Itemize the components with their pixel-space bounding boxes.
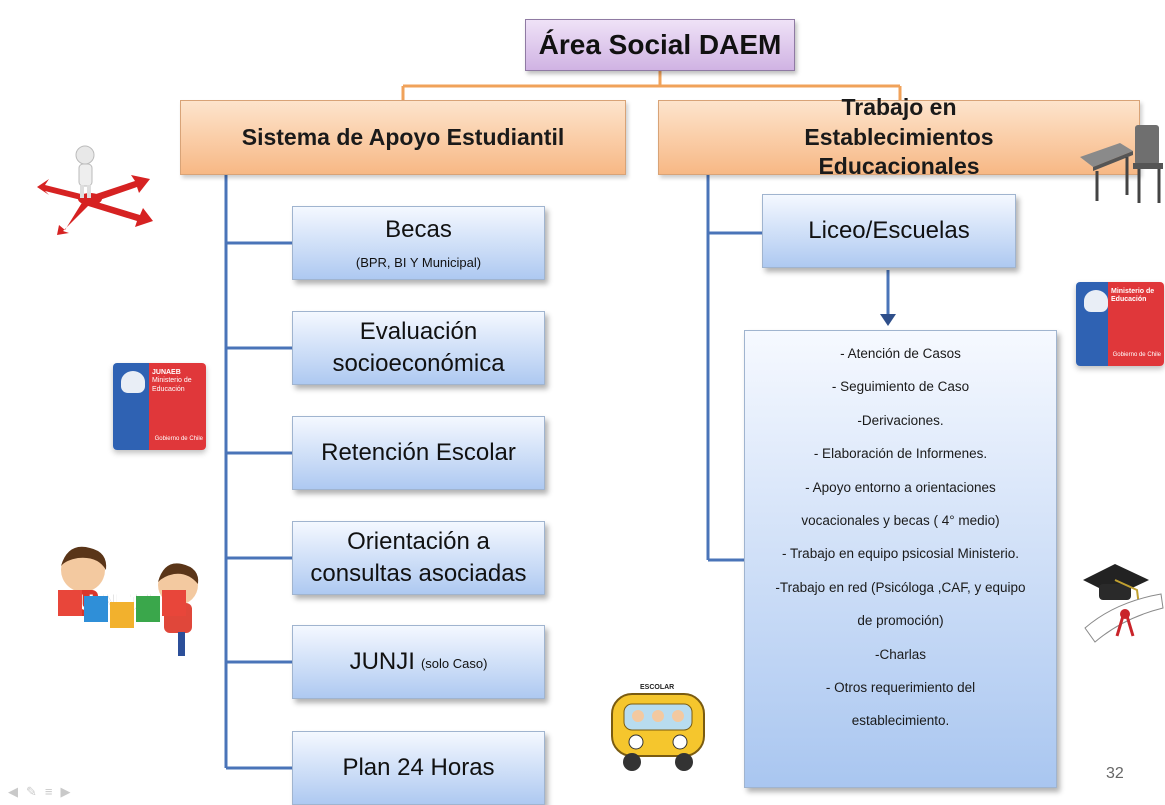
menu-icon[interactable]: ≡ xyxy=(44,784,61,799)
junaeb-logo-line: Ministerio de xyxy=(152,377,192,385)
node-liceo-label: Liceo/Escuelas xyxy=(808,216,970,244)
task-list: - Atención de Casos - Seguimiento de Cas… xyxy=(744,330,1057,788)
block xyxy=(58,590,82,616)
next-slide-icon[interactable]: ▶ xyxy=(60,784,79,799)
crossroads-arrows-icon xyxy=(37,145,153,235)
coat-of-arms-icon xyxy=(121,371,145,393)
junaeb-logo: JUNAEB Ministerio de Educación Gobierno … xyxy=(113,363,206,450)
block xyxy=(136,596,160,622)
block xyxy=(110,602,134,628)
item-retencion: Retención Escolar xyxy=(292,416,545,490)
item-becas-label: Becas xyxy=(385,216,452,244)
bus-sign-text: ESCOLAR xyxy=(640,684,675,691)
item-becas-sub: (BPR, BI Y Municipal) xyxy=(355,255,482,271)
list-item: -Trabajo en red (Psicóloga ,CAF, y equip… xyxy=(775,579,1026,595)
diagram-title: Área Social DAEM xyxy=(525,19,795,71)
item-junji-note: (solo Caso) xyxy=(420,656,488,672)
pen-icon[interactable]: ✎ xyxy=(26,784,45,799)
page-number: 32 xyxy=(1106,765,1124,782)
list-item: vocacionales y becas ( 4° medio) xyxy=(801,512,1000,528)
list-item: de promoción) xyxy=(857,613,944,629)
item-plan24: Plan 24 Horas xyxy=(292,731,545,805)
item-becas: Becas (BPR, BI Y Municipal) xyxy=(292,206,545,280)
right-heading-text: Trabajo en Establecimientos Educacionale… xyxy=(804,93,994,180)
mineduc-logo-line: Ministerio de xyxy=(1111,288,1155,295)
item-orientacion: Orientación a consultas asociadas xyxy=(292,521,545,595)
mineduc-logo: Ministerio de Educación Gobierno de Chil… xyxy=(1076,282,1164,366)
item-evaluacion: Evaluación socioeconómica xyxy=(292,311,545,385)
list-item: - Trabajo en equipo psicosial Ministerio… xyxy=(781,546,1020,562)
item-junji-label: JUNJI xyxy=(349,647,415,675)
previous-slide-icon[interactable]: ◀ xyxy=(8,784,26,799)
coat-of-arms-icon xyxy=(1084,290,1108,312)
slide-navigation[interactable]: ◀✎≡▶ xyxy=(8,784,79,800)
mineduc-logo-line: Educación xyxy=(1111,296,1147,304)
mineduc-logo-footer: Gobierno de Chile xyxy=(1112,352,1161,358)
graduation-cap-icon xyxy=(1083,564,1164,643)
list-item: establecimiento. xyxy=(851,713,950,729)
list-item: - Atención de Casos xyxy=(840,346,961,361)
list-item: - Elaboración de Informenes. xyxy=(813,446,988,462)
node-liceo-escuelas: Liceo/Escuelas xyxy=(762,194,1016,268)
junaeb-logo-line: JUNAEB xyxy=(152,369,181,376)
item-evaluacion-label: Evaluación socioeconómica xyxy=(332,317,505,377)
item-retencion-label: Retención Escolar xyxy=(321,438,516,466)
list-item: - Seguimiento de Caso xyxy=(831,379,970,395)
list-item: -Derivaciones. xyxy=(857,412,944,428)
block xyxy=(84,596,108,622)
left-branch-heading: Sistema de Apoyo Estudiantil xyxy=(180,100,626,175)
junaeb-logo-line: Educación xyxy=(152,385,185,393)
junaeb-logo-footer: Gobierno de Chile xyxy=(154,436,203,442)
item-plan24-label: Plan 24 Horas xyxy=(342,753,495,781)
right-branch-heading: Trabajo en Establecimientos Educacionale… xyxy=(658,94,1140,179)
item-orientacion-label: Orientación a consultas asociadas xyxy=(310,527,527,587)
school-bus-icon xyxy=(611,693,705,771)
block xyxy=(162,590,186,616)
junji-block-row xyxy=(58,590,186,628)
list-item: - Otros requerimiento del xyxy=(825,679,976,695)
school-desk-icon xyxy=(1080,125,1163,203)
list-item: - Apoyo entorno a orientaciones xyxy=(805,479,996,495)
item-junji: JUNJI (solo Caso) xyxy=(292,625,545,699)
list-item: -Charlas xyxy=(874,646,926,662)
